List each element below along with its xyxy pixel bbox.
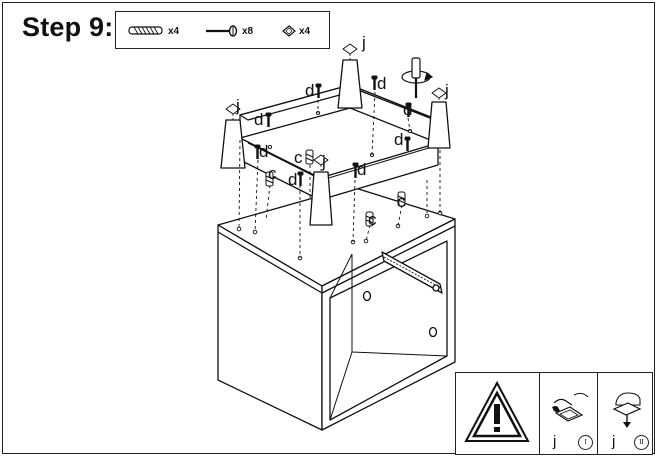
label-d-2: d xyxy=(377,74,387,93)
step-2-label: j xyxy=(612,433,616,450)
dowel-c-1 xyxy=(305,149,314,165)
attach-pad-icon xyxy=(552,392,589,422)
dowel-c-2 xyxy=(265,171,274,187)
label-d-7: d xyxy=(288,170,298,189)
frame-rail-left xyxy=(239,137,321,201)
step-1-label: j xyxy=(553,433,557,450)
screw-icon xyxy=(206,25,238,37)
label-d-5: d xyxy=(259,142,269,161)
screwdriver-icon xyxy=(401,57,434,98)
screw-d-2 xyxy=(371,75,378,90)
label-c-4: c xyxy=(368,210,377,229)
instruction-step-1: j I xyxy=(539,373,597,454)
warning-triangle-icon xyxy=(464,380,530,442)
label-d-1: d xyxy=(305,81,315,100)
label-d-6: d xyxy=(394,130,404,149)
screw-d-7 xyxy=(297,171,304,186)
label-j-left-leg: j xyxy=(236,96,240,115)
instruction-panel: j I j II xyxy=(455,372,653,455)
step-1-numeral: I xyxy=(578,435,593,450)
dowel-c-3 xyxy=(397,191,406,207)
leg-left xyxy=(220,119,246,169)
screw-d-6 xyxy=(404,136,411,151)
press-pad-icon xyxy=(612,392,642,428)
screw-d-1 xyxy=(315,83,322,98)
diagram-frame xyxy=(2,2,655,454)
label-c-3: c xyxy=(397,192,406,211)
step-2-numeral: II xyxy=(634,435,649,450)
leg-front xyxy=(309,171,333,226)
screw-d-5 xyxy=(254,144,261,159)
dowel-quantity: x4 xyxy=(168,26,180,37)
parts-list: x4 x8 x4 xyxy=(115,11,330,49)
warning-cell xyxy=(456,373,539,454)
screw-d-4 xyxy=(405,102,412,117)
wooden-dowel-icon xyxy=(128,26,163,35)
glide-pad-quantity: x4 xyxy=(299,26,311,37)
instruction-step-2: j II xyxy=(597,373,652,454)
step-title: Step 9: xyxy=(22,12,114,42)
label-c-2: c xyxy=(268,164,277,183)
label-d-4: d xyxy=(403,100,413,119)
label-c-1: c xyxy=(294,148,303,167)
label-j-back-leg: j xyxy=(362,33,366,52)
screw-d-3 xyxy=(265,112,272,127)
frame-rail-front xyxy=(319,142,439,201)
dowel-c-4 xyxy=(365,211,374,227)
label-d-3: d xyxy=(254,110,264,129)
leg-back xyxy=(337,59,363,109)
label-j-right-leg: j xyxy=(445,81,449,100)
screw-quantity: x8 xyxy=(242,26,254,37)
label-d-8: d xyxy=(357,160,367,179)
leg-right xyxy=(427,101,451,149)
glide-pad-icon xyxy=(282,25,296,37)
label-j-front-leg: j xyxy=(322,152,326,171)
screw-d-8 xyxy=(352,162,359,178)
